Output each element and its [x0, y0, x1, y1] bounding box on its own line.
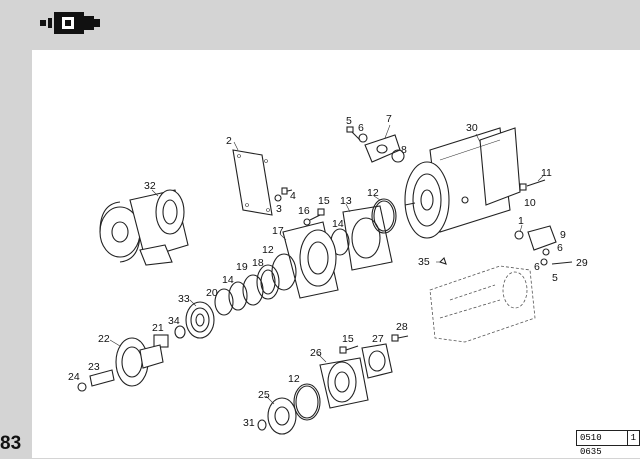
callout-25: 25 [258, 389, 270, 401]
callout-11: 11 [541, 167, 552, 179]
phantom-motor [429, 265, 536, 343]
part-12-oring-upper [371, 198, 397, 234]
callout-30: 30 [466, 122, 478, 134]
drawing-code: 0510 0635 [580, 433, 602, 457]
part-8-ring [391, 149, 405, 163]
callout-7: 7 [386, 113, 392, 125]
callout-24: 24 [68, 371, 80, 383]
part-28-bolt [391, 334, 409, 342]
callout-6: 6 [557, 242, 563, 254]
part-23-24-spline [77, 369, 115, 392]
callout-15: 15 [318, 195, 330, 207]
part-9-bracket [514, 225, 573, 266]
callout-12: 12 [367, 187, 379, 199]
callout-3: 3 [276, 203, 282, 215]
callout-12: 12 [262, 244, 274, 256]
callout-19: 19 [236, 261, 248, 273]
callout-10: 10 [524, 197, 536, 209]
part-rings-row [214, 253, 297, 316]
callout-5: 5 [552, 272, 558, 284]
pump-assembly-icon [40, 12, 100, 34]
callout-5: 5 [346, 115, 352, 127]
callout-35: 35 [418, 256, 430, 268]
callout-29: 29 [576, 257, 588, 269]
callout-17: 17 [272, 225, 284, 237]
part-13-gasket [342, 205, 393, 271]
callout-22: 22 [98, 333, 110, 345]
callout-4: 4 [290, 190, 296, 202]
part-12-oring-lower [293, 383, 321, 421]
callout-32: 32 [144, 180, 156, 192]
part-10-11-bolt [519, 179, 546, 191]
part-33-bearing [185, 301, 215, 339]
callout-1: 1 [518, 215, 524, 227]
callout-16: 16 [298, 205, 310, 217]
part-35-clip [438, 256, 447, 265]
leader-lines [109, 124, 544, 405]
callout-33: 33 [178, 293, 190, 305]
callout-14: 14 [222, 274, 234, 286]
sheet-number: 1 [626, 431, 639, 445]
callout-28: 28 [396, 321, 408, 333]
callout-13: 13 [340, 195, 352, 207]
callout-18: 18 [252, 257, 264, 269]
drawing-code-box: 0510 0635 1 [576, 430, 640, 457]
part-17-housing [282, 221, 339, 299]
callout-23: 23 [88, 361, 100, 373]
page-number: 83 [0, 433, 22, 454]
callout-14: 14 [332, 218, 344, 230]
callout-27: 27 [372, 333, 384, 345]
callout-6: 6 [358, 122, 364, 134]
callout-26: 26 [310, 347, 322, 359]
callout-12: 12 [288, 373, 300, 385]
callout-21: 21 [152, 322, 164, 334]
part-21-34-bushing [153, 325, 186, 348]
part-27-gasket [361, 343, 393, 379]
callout-34: 34 [168, 315, 180, 327]
part-7-flange [364, 134, 401, 163]
part-3-4-bolt [274, 187, 293, 202]
top-band [0, 0, 640, 50]
part-15-16-bolt [303, 208, 325, 226]
callout-15: 15 [342, 333, 354, 345]
part-30-pump [404, 127, 521, 239]
callout-labels: 30 7 5 6 8 2 32 3 4 11 10 16 15 13 12 17… [68, 113, 588, 429]
part-2-gasket [232, 149, 273, 216]
callout-6: 6 [534, 261, 540, 273]
callout-31: 31 [243, 417, 255, 429]
part-26-cover [319, 357, 369, 409]
callout-20: 20 [206, 287, 218, 299]
part-15-bolt-lower [339, 345, 359, 354]
callout-9: 9 [560, 229, 566, 241]
part-32-gear-pump [99, 189, 189, 266]
part-6-washer-top [358, 133, 368, 143]
part-31-washer [257, 419, 267, 431]
part-25-gear [267, 397, 297, 435]
callout-8: 8 [401, 144, 407, 156]
part-22-gear [115, 337, 164, 387]
callout-2: 2 [226, 135, 232, 147]
